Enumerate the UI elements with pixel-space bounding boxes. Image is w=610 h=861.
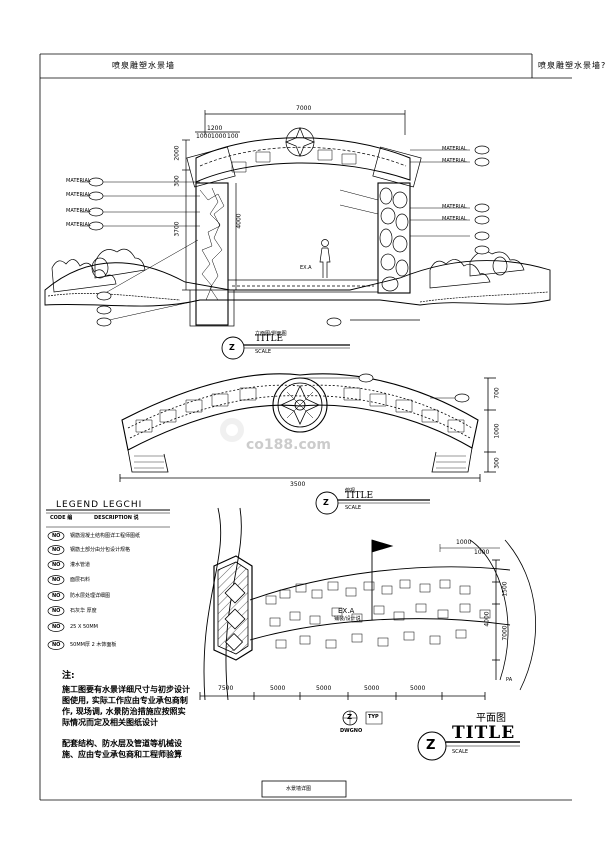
elev-dim-1200: 1200 (207, 125, 223, 132)
title-block-title: TITLE (452, 723, 516, 743)
plan-marker-letter: Z (323, 498, 329, 507)
plan-callout-markers (358, 373, 470, 403)
legend-code-6: NO (52, 608, 61, 614)
elev-dim-1000b: 1000 (211, 133, 227, 140)
title-block-cn: 平面图 (476, 713, 506, 724)
site-dim-b5: 5000 (410, 685, 426, 692)
legend-code-1: NO (52, 533, 61, 539)
plan-title-marker (315, 491, 430, 515)
title-block-graphics (342, 710, 520, 761)
elev-water-label: 立面图/侧面图 (255, 331, 287, 337)
watermark-graphic (220, 418, 244, 442)
legend-header: LEGEND LEGCHI (56, 500, 143, 510)
legend-desc-2: 钢筋土部分由分包设计规格 (70, 547, 131, 553)
elevation-drawing (44, 110, 551, 327)
elev-callout-left-4: MATERIAL (66, 222, 91, 228)
elev-callout-left-1: MATERIAL (66, 178, 91, 184)
legend-code-markers (47, 531, 65, 650)
elev-callout-left-2: MATERIAL (66, 192, 91, 198)
site-side-note: PA (506, 677, 513, 683)
header-left-title: 喷泉雕塑水景墙 (112, 61, 175, 70)
elev-callout-right-1: MATERIAL (442, 146, 467, 152)
plan-dim-width: 3500 (290, 481, 306, 488)
legend-col-code: CODE 编 (50, 515, 73, 521)
watermark-text: co188.com (246, 437, 331, 453)
legend-code-2: NO (52, 547, 61, 553)
legend-desc-3: 灌水管道 (70, 562, 91, 568)
elevation-callout-markers (88, 145, 490, 327)
site-dim-d2: 1000 (474, 549, 490, 556)
legend-note-label: 注: (62, 671, 75, 681)
footer-sheet-label: 水景墙详图 (286, 786, 312, 792)
legend-code-4: NO (52, 577, 61, 583)
site-dim-d3: 1500 (501, 581, 509, 597)
plan-title: TITLE (345, 491, 374, 501)
legend-code-8: NO (52, 642, 61, 648)
title-marker-letter: Z (426, 738, 436, 753)
elev-dim-4000: 4000 (235, 213, 243, 229)
title-typ: TYP (368, 714, 379, 720)
legend-desc-4: 面层石料 (70, 577, 91, 583)
site-dim-b4: 5000 (364, 685, 380, 692)
legend-col-desc: DESCRIPTION 说 (94, 515, 139, 521)
title-block-scale: SCALE (452, 749, 469, 755)
site-center-sub: 铺装/设计说 (334, 616, 361, 622)
site-dim-b1: 7500 (218, 685, 234, 692)
site-dim-d4: 4000 (483, 611, 491, 627)
site-dim-d5: 7000 (501, 625, 509, 641)
header-right-title: 喷泉雕塑水景墙? (538, 61, 607, 70)
plan-dim-1000: 1000 (493, 423, 501, 439)
legend-desc-6: 石灰华 厚度 (70, 608, 97, 614)
plan-dim-700: 700 (493, 387, 501, 399)
title-dwgno: DWGNO (340, 728, 363, 734)
plan-dim-300: 300 (493, 457, 501, 469)
site-dim-b2: 5000 (270, 685, 286, 692)
elev-callout-left-3: MATERIAL (66, 208, 91, 214)
legend-notes: 施工图要有水景详细尺寸与初步设计图使用, 实际工作应由专业承包商制作, 现场调,… (62, 685, 190, 727)
plan-scale: SCALE (345, 505, 362, 511)
site-center-note: EX.A (338, 607, 355, 615)
elev-scale: SCALE (255, 349, 272, 355)
elevation-title-marker (221, 336, 350, 360)
legend-desc-1: 钢筋混凝土结构图详工程师图纸 (70, 533, 141, 539)
elev-callout-right-3: MATERIAL (442, 204, 467, 210)
legend-code-5: NO (52, 593, 61, 599)
elev-dim-total: 7000 (296, 105, 312, 112)
elev-dim-3700: 3700 (173, 221, 181, 237)
legend-desc-8: 50MM厚 2 木饰面板 (70, 642, 117, 648)
elev-dim-100: 100 (227, 133, 239, 140)
elev-callout-right-2: MATERIAL (442, 158, 467, 164)
elev-title: TITLE (255, 334, 284, 344)
site-plan-drawing (199, 507, 537, 701)
plan-title-cn: 俯视 (345, 488, 356, 494)
legend-desc-7: 25 X 50MM (70, 624, 98, 630)
legend-notes-2: 配套结构、防水层及管道等机械设施、应由专业承包商和工程师验算 (62, 739, 182, 759)
elev-dim-1000a: 1000 (196, 133, 212, 140)
elev-center-note: EX.A (300, 265, 312, 271)
legend-desc-5: 防水层处理详细图 (70, 593, 111, 599)
elev-callout-right-4: MATERIAL (442, 216, 467, 222)
elev-marker-letter: Z (229, 343, 235, 352)
title-marker-small: Z (347, 713, 353, 721)
legend-code-7: NO (52, 624, 61, 630)
elev-dim-2000: 2000 (173, 145, 181, 161)
sheet-border (39, 53, 572, 801)
arch-plan-drawing (119, 373, 496, 482)
legend-code-3: NO (52, 562, 61, 568)
legend-frame (46, 509, 170, 528)
site-dim-d1: 1000 (456, 539, 472, 546)
elev-dim-300: 300 (173, 175, 181, 187)
site-dim-b3: 5000 (316, 685, 332, 692)
